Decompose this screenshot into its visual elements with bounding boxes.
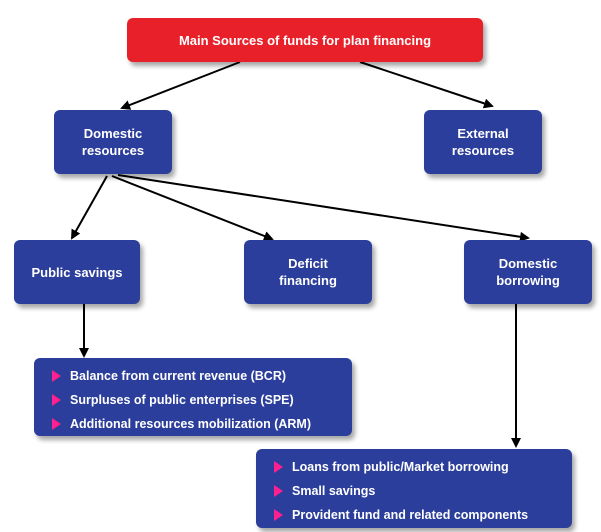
bullet-triangle-icon <box>274 509 283 521</box>
arrow-domestic-to-deficit <box>111 175 274 241</box>
list-item-label: Provident fund and related components <box>292 508 529 522</box>
list-item-label: Balance from current revenue (BCR) <box>70 369 287 383</box>
borrowing-list: Loans from public/Market borrowing Small… <box>256 449 572 528</box>
deficit-financing-label: Deficit financing <box>279 256 337 288</box>
list-item: Additional resources mobilization (ARM) <box>52 412 342 436</box>
external-resources-label: External resources <box>451 126 515 158</box>
list-item: Small savings <box>274 479 562 503</box>
domestic-resources-node: Domestic resources <box>54 110 172 174</box>
domestic-borrowing-label: Domestic borrowing <box>496 256 560 288</box>
bullet-triangle-icon <box>52 370 61 382</box>
list-item-label: Loans from public/Market borrowing <box>292 460 509 474</box>
list-item: Surpluses of public enterprises (SPE) <box>52 388 342 412</box>
domestic-borrowing-node: Domestic borrowing <box>464 240 592 304</box>
public-savings-list: Balance from current revenue (BCR) Surpl… <box>34 358 352 436</box>
bullet-triangle-icon <box>274 461 283 473</box>
list-item: Provident fund and related components <box>274 503 562 527</box>
list-item: Balance from current revenue (BCR) <box>52 364 342 388</box>
list-item: Loans from public/Market borrowing <box>274 455 562 479</box>
list-item-label: Surpluses of public enterprises (SPE) <box>70 393 294 407</box>
bullet-triangle-icon <box>52 394 61 406</box>
domestic-resources-label: Domestic resources <box>81 126 145 158</box>
public-savings-label: Public savings <box>31 264 123 280</box>
arrow-main-to-domestic <box>120 61 241 110</box>
list-item-label: Additional resources mobilization (ARM) <box>70 417 311 431</box>
arrow-domestic-to-public <box>71 175 108 240</box>
list-item-label: Small savings <box>292 484 376 498</box>
main-sources-node: Main Sources of funds for plan financing <box>127 18 483 62</box>
arrow-domestic-to-borrowing <box>117 174 530 242</box>
public-savings-node: Public savings <box>14 240 140 304</box>
bullet-triangle-icon <box>52 418 61 430</box>
external-resources-node: External resources <box>424 110 542 174</box>
arrow-main-to-external <box>359 61 494 109</box>
deficit-financing-node: Deficit financing <box>244 240 372 304</box>
main-sources-label: Main Sources of funds for plan financing <box>178 32 432 48</box>
bullet-triangle-icon <box>274 485 283 497</box>
